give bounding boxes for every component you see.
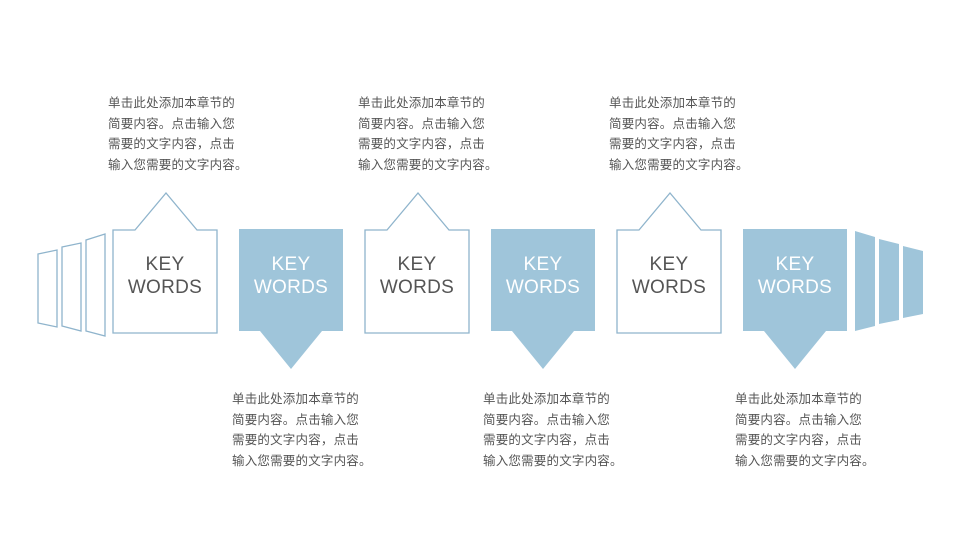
left-deco-bar-3 (85, 233, 106, 337)
keyword-5-line2: WORDS (631, 277, 707, 298)
right-deco-bar-1 (855, 231, 875, 331)
caption-5-line: 需要的文字内容，点击 (609, 136, 737, 151)
caption-4-line: 需要的文字内容，点击 (483, 432, 611, 447)
keyword-box-3[interactable] (364, 191, 470, 334)
keyword-label-2: KEY WORDS (239, 253, 343, 299)
keyword-1-line2: WORDS (127, 277, 203, 298)
left-deco-bar-1 (37, 249, 58, 328)
keyword-4-line2: WORDS (505, 277, 581, 298)
keyword-label-4: KEY WORDS (491, 253, 595, 299)
keyword-6-line1: KEY (775, 254, 815, 275)
keyword-box-2[interactable] (239, 229, 343, 369)
caption-4-line: 单击此处添加本章节的 (483, 391, 611, 406)
left-deco-bar-2 (61, 242, 82, 332)
keyword-box-4[interactable] (491, 229, 595, 369)
caption-6-line: 简要内容。点击输入您 (735, 411, 863, 427)
caption-2-line: 需要的文字内容，点击 (232, 432, 360, 447)
caption-4-line: 输入您需要的文字内容。 (483, 452, 623, 468)
caption-3: 单击此处添加本章节的 简要内容。点击输入您 需要的文字内容，点击 输入您需要的文… (358, 93, 518, 175)
caption-2-line: 输入您需要的文字内容。 (232, 452, 372, 468)
keyword-3-line1: KEY (397, 254, 437, 275)
keyword-2-line2: WORDS (253, 277, 329, 298)
keyword-6-line2: WORDS (757, 277, 833, 298)
keyword-box-6[interactable] (743, 229, 847, 369)
right-deco-bar-2 (879, 239, 899, 324)
caption-2-line: 简要内容。点击输入您 (232, 411, 360, 427)
caption-1-line: 需要的文字内容，点击 (108, 136, 236, 151)
caption-6-line: 输入您需要的文字内容。 (735, 452, 875, 468)
caption-6: 单击此处添加本章节的 简要内容。点击输入您 需要的文字内容，点击 输入您需要的文… (735, 389, 895, 471)
caption-1: 单击此处添加本章节的 简要内容。点击输入您 需要的文字内容，点击 输入您需要的文… (108, 93, 268, 175)
caption-3-line: 单击此处添加本章节的 (358, 95, 486, 110)
caption-4-line: 简要内容。点击输入您 (483, 411, 611, 427)
keyword-label-6: KEY WORDS (743, 253, 847, 299)
caption-5-line: 输入您需要的文字内容。 (609, 156, 749, 172)
keyword-label-5: KEY WORDS (617, 253, 721, 299)
keyword-4-line1: KEY (523, 254, 563, 275)
keyword-5-line1: KEY (649, 254, 689, 275)
caption-4: 单击此处添加本章节的 简要内容。点击输入您 需要的文字内容，点击 输入您需要的文… (483, 389, 643, 471)
keyword-label-3: KEY WORDS (365, 253, 469, 299)
keyword-1-line1: KEY (145, 254, 185, 275)
caption-5-line: 单击此处添加本章节的 (609, 95, 737, 110)
caption-5-line: 简要内容。点击输入您 (609, 115, 737, 131)
keyword-label-1: KEY WORDS (113, 253, 217, 299)
caption-1-line: 简要内容。点击输入您 (108, 115, 236, 131)
caption-2: 单击此处添加本章节的 简要内容。点击输入您 需要的文字内容，点击 输入您需要的文… (232, 389, 392, 471)
caption-3-line: 输入您需要的文字内容。 (358, 156, 498, 172)
caption-6-line: 单击此处添加本章节的 (735, 391, 863, 406)
caption-5: 单击此处添加本章节的 简要内容。点击输入您 需要的文字内容，点击 输入您需要的文… (609, 93, 769, 175)
caption-3-line: 简要内容。点击输入您 (358, 115, 486, 131)
caption-1-line: 输入您需要的文字内容。 (108, 156, 248, 172)
keyword-box-5[interactable] (616, 191, 722, 334)
caption-3-line: 需要的文字内容，点击 (358, 136, 486, 151)
keyword-2-line1: KEY (271, 254, 311, 275)
caption-2-line: 单击此处添加本章节的 (232, 391, 360, 406)
caption-1-line: 单击此处添加本章节的 (108, 95, 236, 110)
keyword-box-1[interactable] (112, 191, 218, 334)
keyword-3-line2: WORDS (379, 277, 455, 298)
caption-6-line: 需要的文字内容，点击 (735, 432, 863, 447)
right-deco-bar-3 (903, 246, 923, 318)
